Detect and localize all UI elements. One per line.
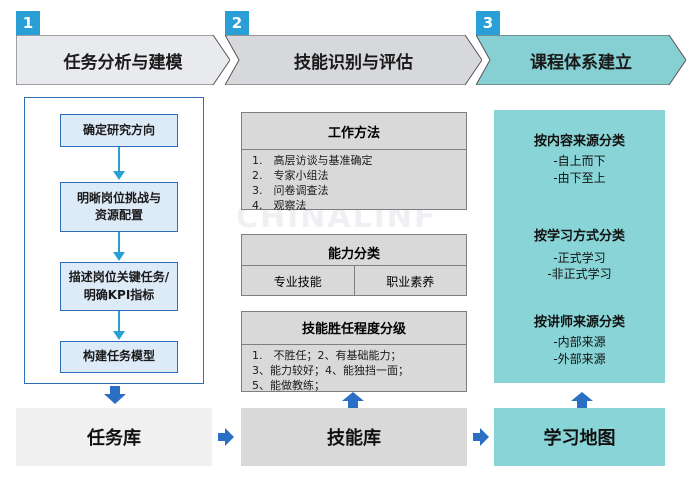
skill-library: 技能库: [241, 408, 467, 466]
step-1-header: 任务分析与建模: [16, 35, 230, 85]
step-1-number: 1: [16, 11, 40, 35]
step-2-chevron-shape: [225, 35, 482, 85]
task-step-3: 描述岗位关键任务/明确KPI指标: [60, 262, 178, 311]
curriculum-heading: 按讲师来源分类: [533, 315, 625, 331]
work-method-item: 4. 观察法: [252, 198, 307, 212]
competency-title: 技能胜任程度分级: [301, 322, 406, 337]
work-method-item: 1. 高层访谈与基准确定: [252, 154, 373, 167]
work-methods-title: 工作方法: [327, 126, 380, 141]
learning-map: 学习地图: [494, 408, 665, 466]
curriculum-item: -非正式学习: [547, 267, 612, 282]
ability-professionalism: 职业素养: [386, 274, 435, 289]
competency-box: 技能胜任程度分级 1. 不胜任；2、有基础能力； 3、能力较好；4、能独挡一面；…: [241, 311, 467, 392]
task-step-1: 确定研究方向: [60, 114, 178, 147]
ability-class-box: 能力分类 专业技能 职业素养: [241, 234, 467, 296]
curriculum-item: -由下至上: [553, 170, 606, 185]
task-arrow-1: [113, 147, 125, 180]
competency-line: 3、能力较好；4、能独挡一面；: [252, 363, 409, 377]
task-step-2: 明晰岗位挑战与资源配置: [60, 182, 178, 232]
task-analysis-panel: 确定研究方向 明晰岗位挑战与资源配置 描述岗位关键任务/明确KPI指标 构建任务…: [24, 97, 204, 384]
task-arrow-2: [113, 232, 125, 261]
curriculum-panel: 按内容来源分类 -自上而下 -由下至上 按学习方式分类 -正式学习 -非正式学习…: [494, 110, 665, 383]
ability-class-title: 能力分类: [327, 247, 380, 262]
step-1-chevron-shape: [16, 35, 230, 85]
step-1-title: 任务分析与建模: [63, 52, 183, 73]
step-3-title: 课程体系建立: [530, 52, 632, 73]
step-2-header: 技能识别与评估: [225, 35, 482, 85]
right-arrow-icon: [218, 428, 234, 446]
step-2-title: 技能识别与评估: [294, 52, 413, 73]
curriculum-heading: 按内容来源分类: [533, 134, 625, 149]
task-library: 任务库: [16, 408, 212, 466]
competency-line: 1. 不胜任；2、有基础能力；: [252, 349, 402, 362]
task-step-4: 构建任务模型: [60, 341, 178, 373]
curriculum-heading: 按学习方式分类: [533, 228, 625, 244]
curriculum-item: -自上而下: [553, 154, 606, 168]
task-arrow-3: [113, 311, 125, 340]
right-arrow-icon: [473, 428, 489, 446]
curriculum-item: -正式学习: [553, 250, 606, 265]
ability-professional: 专业技能: [242, 266, 355, 296]
up-arrow-icon: [342, 392, 364, 408]
up-arrow-icon: [571, 392, 593, 408]
work-method-item: 3. 问卷调查法: [252, 183, 329, 197]
down-arrow-icon: [104, 386, 126, 404]
work-methods-box: 工作方法 1. 高层访谈与基准确定 2. 专家小组法 3. 问卷调查法 4. 观…: [241, 112, 467, 212]
competency-line: 5、能做教练；: [252, 378, 325, 392]
step-2-number: 2: [225, 11, 249, 35]
step-3-chevron-shape: [476, 35, 686, 85]
step-3-header: 课程体系建立: [476, 35, 686, 85]
work-method-item: 2. 专家小组法: [252, 168, 329, 182]
curriculum-item: -内部来源: [553, 335, 606, 350]
curriculum-item: -外部来源: [553, 351, 606, 366]
step-3-number: 3: [476, 11, 500, 35]
